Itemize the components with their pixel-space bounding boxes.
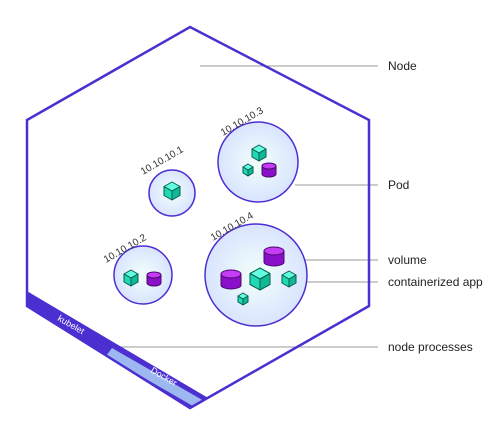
container-cube-icon [281,270,297,288]
containerized-app-label: containerized app [388,275,483,289]
pod-10-10-10-1: 10.10.10.1 [139,144,196,217]
node-processes-bands [27,290,215,408]
container-cube-icon [251,144,267,162]
container-cube-icon [163,181,181,201]
container-cube-icon [249,267,271,291]
node-label: Node [388,59,417,73]
container-cube-icon [237,292,249,306]
docker-band [106,348,211,408]
pod-10-10-10-3: 10.10.10.3 [217,105,299,203]
container-cube-icon [123,269,139,287]
volume-cylinder-icon [220,269,242,290]
volume-label: volume [388,253,427,267]
volume-cylinder-icon [146,271,162,287]
volume-cylinder-icon [261,162,277,178]
pod-10-10-10-2: 10.10.10.2 [102,232,173,305]
volume-cylinder-icon [263,246,285,267]
pod-10-10-10-4: 10.10.10.4 [204,210,308,327]
node-processes-label: node processes [388,340,473,354]
node-hexagon [25,25,371,410]
container-cube-icon [242,163,254,177]
pod-label: Pod [388,178,409,192]
